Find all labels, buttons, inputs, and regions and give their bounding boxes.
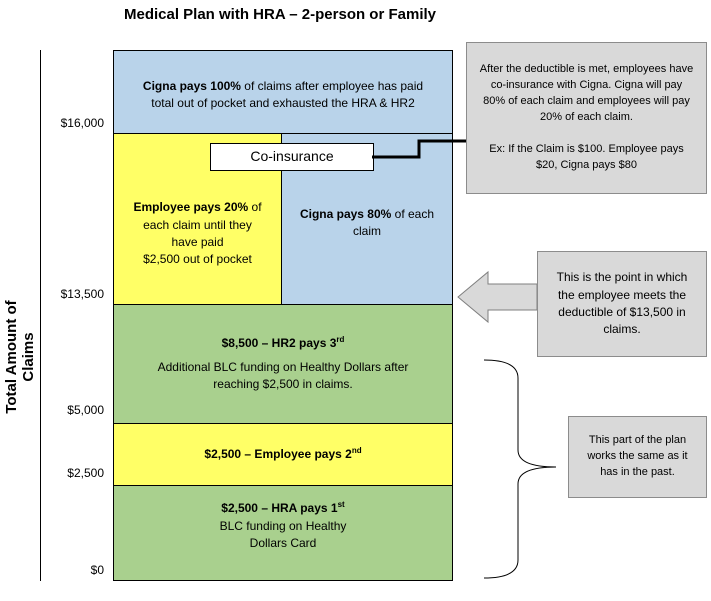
employee-2nd-bold: $2,500 – Employee pays 2 (204, 447, 352, 462)
coinsurance-connector (372, 139, 466, 159)
employee-2nd-sup: nd (351, 446, 362, 456)
hra-1st-line3: Dollars Card (249, 536, 317, 551)
deductible-note-line2: the employee meets the (557, 287, 687, 302)
coinsurance-note-line5: Ex: If the Claim is $100. Employee pays (489, 142, 684, 155)
cigna-100-rest: of claims after employee has paid (240, 78, 424, 93)
deductible-note: This is the point in which the employee … (537, 251, 707, 357)
employee-20-line3: have paid (171, 235, 224, 249)
tick-5000: $5,000 (67, 403, 104, 417)
same-note-line1: This part of the plan (588, 434, 687, 447)
deductible-note-line3: deductible of $13,500 in (558, 305, 686, 319)
coinsurance-note-line2: co-insurance with Cigna. Cigna will pay (490, 79, 683, 92)
hr2-bold: $8,500 – HR2 pays 3 (221, 336, 337, 351)
same-note-line2: works the same as it (587, 450, 688, 463)
y-axis-line (40, 50, 41, 581)
deductible-note-line4: claims. (603, 322, 641, 337)
coinsurance-note-line1: After the deductible is met, employees h… (479, 63, 694, 76)
hr2-line3: reaching $2,500 in claims. (213, 377, 353, 392)
hr2-line2: Additional BLC funding on Healthy Dollar… (157, 359, 409, 374)
brace-icon (483, 359, 557, 579)
tick-2500: $2,500 (67, 466, 104, 480)
hra-1st-block: $2,500 – HRA pays 1st BLC funding on Hea… (113, 485, 453, 581)
hra-1st-bold: $2,500 – HRA pays 1 (221, 501, 338, 516)
hr2-sup: rd (336, 335, 345, 345)
cigna-100-bold: Cigna pays 100% (142, 78, 241, 93)
cigna-80-rest: of each (391, 206, 435, 221)
same-as-past-note: This part of the plan works the same as … (568, 416, 707, 498)
coinsurance-label: Co-insurance (210, 143, 374, 171)
diagram-title: Medical Plan with HRA – 2-person or Fami… (123, 6, 436, 23)
employee-20-line2: each claim until they (143, 217, 252, 232)
hra-1st-line2: BLC funding on Healthy (219, 518, 347, 533)
cigna-80-bold: Cigna pays 80% (299, 206, 392, 221)
same-note-line3: has in the past. (600, 465, 675, 478)
coinsurance-note-line3: 80% of each claim and employees will pay (483, 95, 690, 108)
left-arrow-icon (457, 270, 538, 324)
cigna-80-line2: claim (352, 224, 381, 238)
cigna-100-block: Cigna pays 100% of claims after employee… (113, 50, 453, 134)
tick-16000: $16,000 (60, 116, 104, 130)
deductible-note-line1: This is the point in which (556, 270, 688, 285)
cigna-100-line2: total out of pocket and exhausted the HR… (151, 96, 415, 110)
tick-13500: $13,500 (60, 287, 104, 301)
employee-20-rest: of (248, 200, 262, 215)
coinsurance-note: After the deductible is met, employees h… (466, 42, 707, 194)
hra-1st-sup: st (337, 500, 345, 510)
employee-20-bold: Employee pays 20% (133, 200, 249, 215)
employee-2nd-block: $2,500 – Employee pays 2nd (113, 423, 453, 486)
hr2-block: $8,500 – HR2 pays 3rd Additional BLC fun… (113, 304, 453, 424)
coinsurance-note-line6: $20, Cigna pays $80 (536, 158, 637, 171)
tick-0: $0 (90, 563, 104, 577)
employee-20-line4: $2,500 out of pocket (143, 252, 252, 267)
coinsurance-note-line4: 20% of each claim. (540, 111, 633, 123)
